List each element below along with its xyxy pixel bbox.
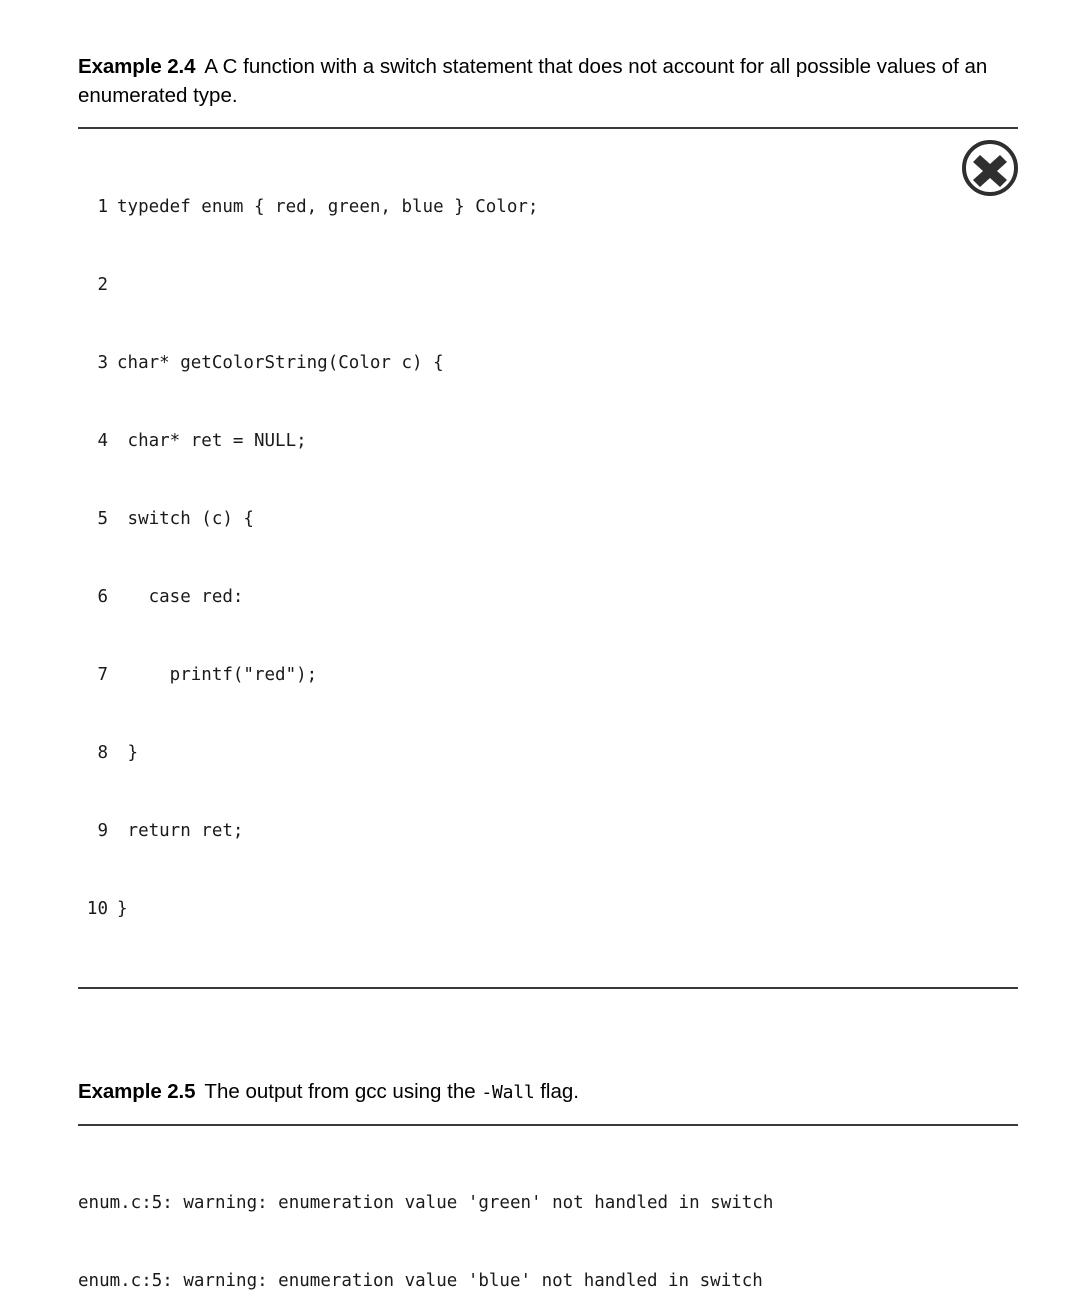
code-line: 3 char* getColorString(Color c) {: [78, 350, 1018, 376]
code-line-text: char* ret = NULL;: [117, 431, 307, 451]
code-line-number: 1: [97, 197, 108, 217]
example-2-4-code: 1 typedef enum { red, green, blue } Color…: [78, 142, 1018, 974]
code-line: 5 switch (c) {: [78, 506, 1018, 532]
output-line: enum.c:5: warning: enumeration value 'gr…: [78, 1193, 774, 1213]
code-line: 8 }: [78, 740, 1018, 766]
example-2-5-caption-after: flag.: [534, 1080, 579, 1103]
code-line-text: typedef enum { red, green, blue } Color;: [117, 197, 539, 217]
example-2-4-label: Example 2.4: [78, 55, 196, 78]
code-line-text: switch (c) {: [117, 509, 254, 529]
code-line-number: 2: [97, 275, 108, 295]
example-2-5-output: enum.c:5: warning: enumeration value 'gr…: [78, 1138, 1018, 1304]
output-line: enum.c:5: warning: enumeration value 'bl…: [78, 1271, 763, 1291]
code-line-text: case red:: [117, 587, 244, 607]
code-line: 6 case red:: [78, 584, 1018, 610]
code-line-text: }: [117, 899, 128, 919]
code-line-number: 7: [97, 665, 108, 685]
code-line-text: printf("red");: [117, 665, 318, 685]
example-2-5-label: Example 2.5: [78, 1080, 196, 1103]
code-line-number: 10: [86, 899, 108, 919]
code-line: 10}: [78, 896, 1018, 922]
code-line-number: 8: [97, 743, 108, 763]
code-line: 2: [78, 272, 1018, 298]
example-2-4-bottom-rule: [78, 987, 1018, 989]
example-2-4-caption-text: A C function with a switch statement tha…: [78, 55, 988, 107]
code-line-number: 3: [97, 353, 108, 373]
example-2-4-top-rule: [78, 127, 1018, 129]
code-line-number: 9: [97, 821, 108, 841]
code-line-number: 4: [97, 431, 108, 451]
example-2-5-caption-before: The output from gcc using the: [204, 1080, 482, 1103]
code-line: 9 return ret;: [78, 818, 1018, 844]
code-line: 1 typedef enum { red, green, blue } Color…: [78, 194, 1018, 220]
code-line-number: 5: [97, 509, 108, 529]
example-2-5-caption: Example 2.5 The output from gcc using the…: [78, 1077, 1018, 1107]
example-2-4-block: 1 typedef enum { red, green, blue } Color…: [78, 110, 1018, 989]
x-circle-icon: [962, 140, 1018, 196]
example-2-5-block: enum.c:5: warning: enumeration value 'gr…: [78, 1107, 1018, 1304]
wall-flag-text: -Wall: [481, 1082, 535, 1103]
code-line: 7 printf("red");: [78, 662, 1018, 688]
code-line-number: 6: [97, 587, 108, 607]
code-line-text: return ret;: [117, 821, 244, 841]
code-line: 4 char* ret = NULL;: [78, 428, 1018, 454]
code-line-text: char* getColorString(Color c) {: [117, 353, 444, 373]
code-line-text: }: [117, 743, 139, 763]
